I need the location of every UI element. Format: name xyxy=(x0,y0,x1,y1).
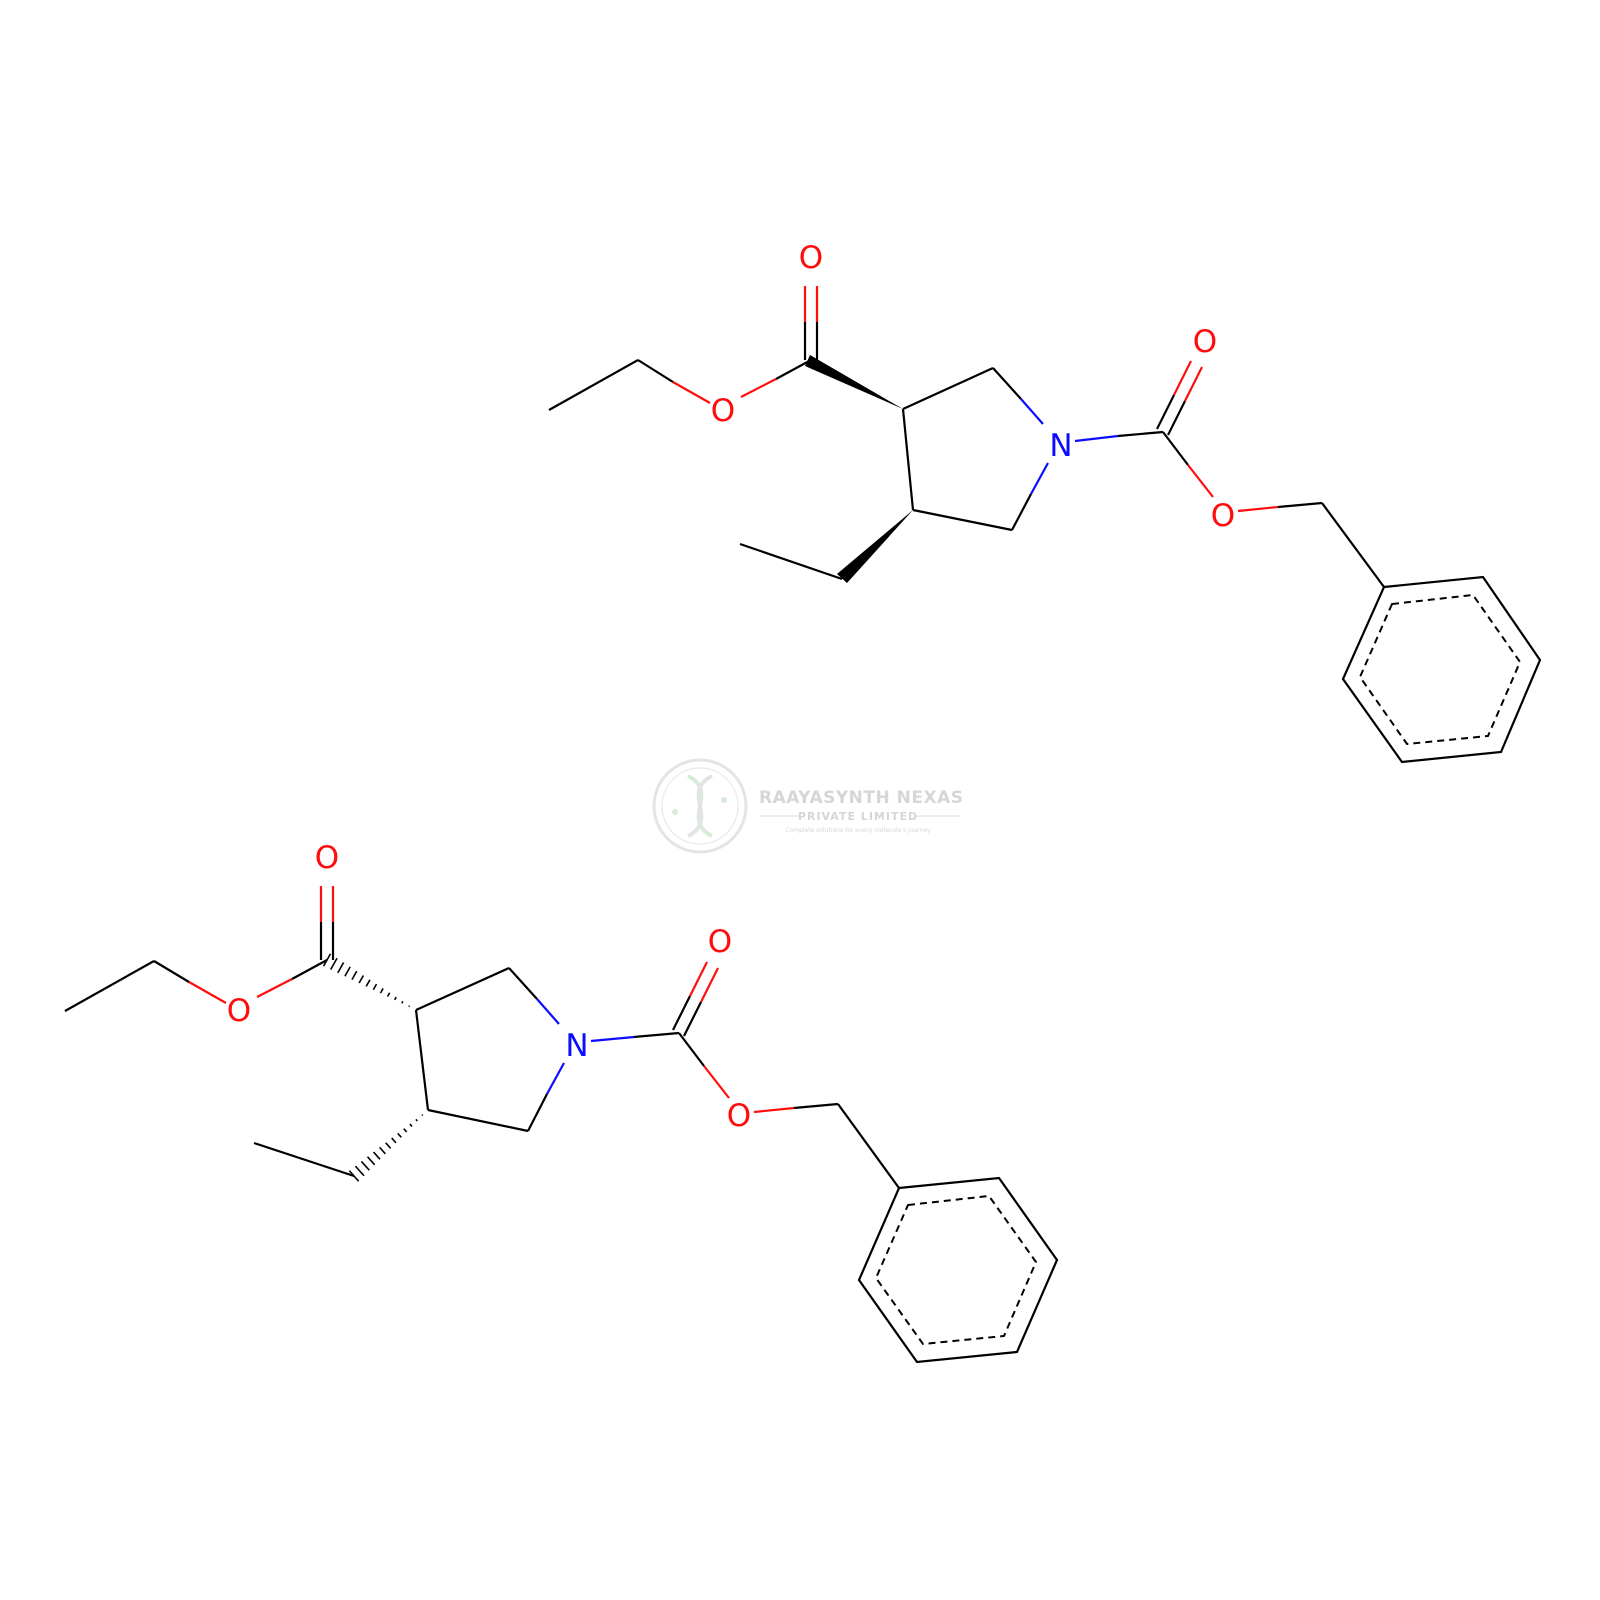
bond xyxy=(256,978,293,998)
atom-oxygen-label: O xyxy=(1193,324,1217,360)
hash-stroke xyxy=(337,962,345,974)
bond xyxy=(793,1102,839,1110)
bond xyxy=(992,367,1022,400)
hash-stroke xyxy=(351,970,358,981)
wedge-bond xyxy=(837,510,913,583)
bond xyxy=(64,960,155,1012)
benzene-ring xyxy=(857,1176,1059,1364)
hash-stroke xyxy=(365,979,371,987)
hash-stroke xyxy=(393,996,397,1001)
atom-oxygen-label: O xyxy=(711,393,735,429)
bond xyxy=(1156,394,1175,430)
hash-stroke xyxy=(322,953,332,967)
bond xyxy=(1237,505,1279,513)
hash-stroke xyxy=(397,1132,402,1138)
watermark-subtitle: PRIVATE LIMITED xyxy=(798,810,918,823)
atom-oxygen-label: O xyxy=(708,924,732,960)
bond xyxy=(775,359,812,380)
bond xyxy=(291,959,328,980)
bond xyxy=(1277,501,1323,509)
bond xyxy=(590,1035,635,1043)
bond xyxy=(188,981,227,1004)
hash-stroke xyxy=(372,1151,381,1160)
bond xyxy=(153,960,190,983)
atom-nitrogen-label: N xyxy=(565,1028,588,1064)
hash-stroke xyxy=(403,1128,408,1133)
hash-stroke xyxy=(379,988,384,994)
bond xyxy=(1074,434,1119,443)
watermark-name: RAAYASYNTH NEXAS xyxy=(759,788,964,808)
wedge-bond xyxy=(805,355,903,409)
atom-oxygen-label: O xyxy=(315,840,339,876)
watermark-logo-icon xyxy=(652,758,748,854)
bond xyxy=(414,1009,430,1111)
bond xyxy=(546,1062,565,1095)
hash-stroke xyxy=(360,1160,370,1171)
hash-bond xyxy=(322,953,411,1008)
bond xyxy=(678,1032,705,1067)
bond xyxy=(548,359,639,411)
hash-stroke xyxy=(421,1114,424,1117)
benzene-ring xyxy=(1341,575,1542,764)
hash-stroke xyxy=(366,1156,376,1166)
bond xyxy=(637,359,674,383)
bond xyxy=(753,1106,795,1114)
watermark: RAAYASYNTH NEXAS PRIVATE LIMITED Complet… xyxy=(652,758,964,854)
bond xyxy=(508,967,538,1000)
hash-stroke xyxy=(386,992,391,997)
bond xyxy=(1117,430,1164,438)
bond xyxy=(672,995,691,1031)
hash-stroke xyxy=(391,1137,397,1144)
bond xyxy=(683,1001,702,1037)
hash-stroke xyxy=(329,957,338,970)
bond xyxy=(527,1093,548,1132)
bond xyxy=(703,1065,730,1099)
atom-oxygen-label: O xyxy=(1211,498,1235,534)
bond xyxy=(912,508,1013,532)
bond xyxy=(689,961,708,997)
bond xyxy=(427,1108,529,1133)
bond xyxy=(901,408,915,511)
bond xyxy=(1184,366,1203,402)
hash-stroke xyxy=(372,983,378,991)
hash-stroke xyxy=(401,1000,404,1004)
bond xyxy=(1162,431,1189,466)
molecule-bottom: O O N O O xyxy=(64,840,1059,1364)
hash-stroke xyxy=(344,966,351,977)
bond xyxy=(415,966,510,1012)
hash-stroke xyxy=(415,1118,418,1122)
bond xyxy=(1173,360,1192,396)
bond xyxy=(633,1031,680,1039)
hash-stroke xyxy=(409,1123,413,1127)
atom-oxygen-label: O xyxy=(799,240,823,276)
hash-bond xyxy=(348,1114,424,1182)
bond xyxy=(700,967,719,1003)
atom-nitrogen-label: N xyxy=(1049,428,1072,464)
atom-oxygen-label: O xyxy=(227,993,251,1029)
bond xyxy=(672,381,711,404)
bond xyxy=(1030,462,1049,495)
bond xyxy=(1167,400,1186,436)
bond xyxy=(1187,464,1214,498)
molecule-top: O O N O O xyxy=(548,240,1542,764)
hash-stroke xyxy=(385,1142,392,1149)
bond xyxy=(1020,398,1044,425)
watermark-tagline: Complete solutions for every molecule's … xyxy=(785,827,931,834)
bond xyxy=(739,542,843,581)
hash-stroke xyxy=(358,975,365,984)
atom-oxygen-label: O xyxy=(727,1098,751,1134)
bond xyxy=(837,1103,900,1189)
bond xyxy=(536,998,560,1025)
bond xyxy=(902,366,994,411)
bond xyxy=(253,1141,355,1178)
bond xyxy=(1321,502,1385,588)
hash-stroke xyxy=(354,1165,365,1177)
hash-stroke xyxy=(408,1005,411,1008)
bond xyxy=(740,378,777,398)
hash-stroke xyxy=(378,1146,386,1155)
bond xyxy=(1011,493,1032,531)
